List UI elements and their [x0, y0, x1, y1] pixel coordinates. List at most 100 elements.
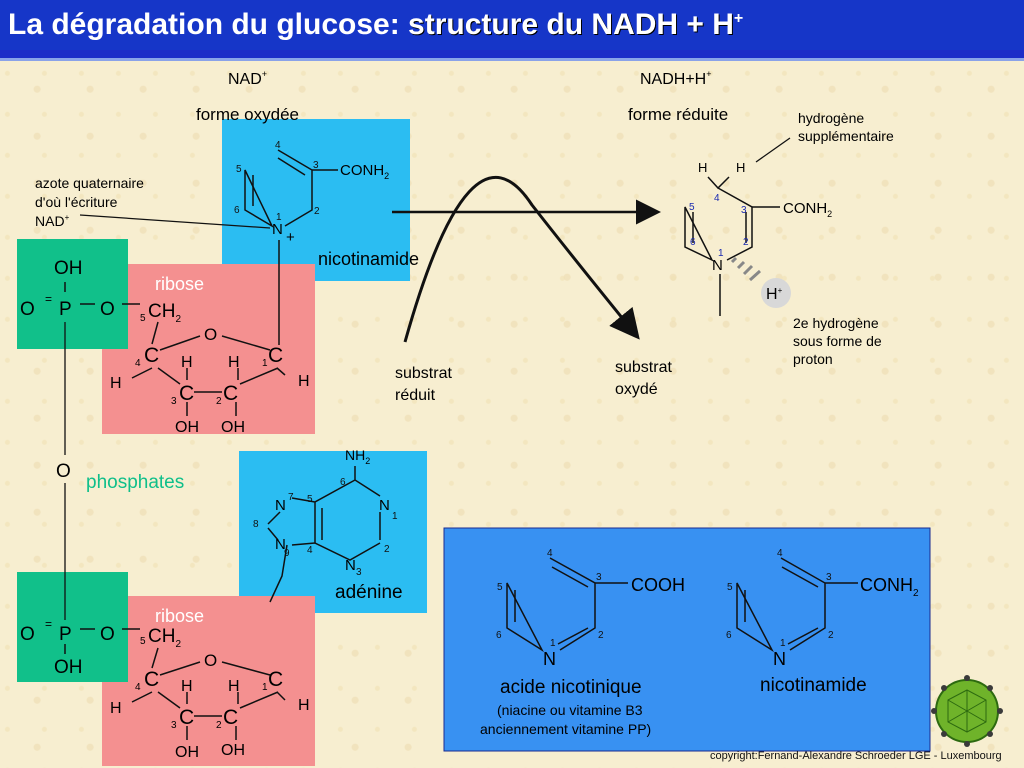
bridge-o: O [56, 461, 71, 482]
r1-num-3: 3 [171, 396, 177, 407]
nad-num-1: 1 [276, 212, 282, 223]
proton-line1: 2e hydrogène [793, 315, 879, 331]
p2-double-bond: = [45, 617, 52, 631]
substrat-reduit-2: réduit [395, 387, 436, 404]
nadh-label: NADH+H+ [640, 69, 712, 88]
nadh-num-4: 4 [714, 193, 720, 204]
phosphate-block-top [17, 239, 128, 349]
box-nicotinamide-ring [736, 557, 858, 653]
title-sup: + [733, 10, 744, 27]
r1-c1: C [268, 344, 283, 367]
substrat-oxyde-2: oxydé [615, 381, 658, 398]
r1-c4: C [144, 344, 159, 367]
p1-double-bond: = [45, 292, 52, 306]
ad-num-3: 3 [356, 567, 362, 578]
proton-line3: proton [793, 351, 833, 367]
r1-num-1: 1 [262, 358, 268, 369]
h-plus-wedge [730, 256, 762, 282]
an-num-6: 6 [496, 630, 502, 641]
bn-num-1: 1 [780, 638, 786, 649]
pyridinium-ring [244, 149, 338, 228]
nadh-n: N [712, 257, 723, 274]
nad-num-6: 6 [234, 205, 240, 216]
proton-line2: sous forme de [793, 333, 882, 349]
nadh-form: forme réduite [628, 105, 728, 124]
r1-oh3: OH [175, 419, 199, 436]
nad-num-4: 4 [275, 140, 281, 151]
r2-h1: H [228, 678, 240, 695]
ribose-top-label: ribose [155, 274, 204, 294]
bn-num-4: 4 [777, 548, 783, 559]
title-part2: structure du NADH + H [408, 8, 734, 41]
azote-line3: NAD+ [35, 213, 70, 229]
ad-num-9: 9 [284, 548, 290, 559]
an-num-4: 4 [547, 548, 553, 559]
bn-num-3: 3 [826, 572, 832, 583]
r1-h1: H [228, 354, 240, 371]
r2-c2: C [223, 706, 238, 729]
r1-h4: H [181, 354, 193, 371]
nad-label: NAD+ [228, 69, 267, 88]
hydrogene-line2: supplémentaire [798, 128, 894, 144]
azote-line1: azote quaternaire [35, 175, 144, 191]
r1-h-left: H [110, 375, 122, 392]
p2-p: P [59, 624, 72, 645]
adenine-nh2: NH2 [345, 447, 370, 466]
adenine-label: adénine [335, 582, 403, 603]
r2-o: O [204, 651, 217, 670]
cooh-label: COOH [631, 575, 685, 595]
title-part1: La dégradation du glucose: [8, 8, 409, 41]
nadh-conh2: CONH2 [783, 200, 832, 219]
nadh-num-3: 3 [741, 205, 747, 216]
bn-n: N [773, 649, 786, 669]
r1-oh2: OH [221, 419, 245, 436]
r2-num-1: 1 [262, 682, 268, 693]
ad-num-1: 1 [392, 511, 398, 522]
an-num-2: 2 [598, 630, 604, 641]
bn-num-6: 6 [726, 630, 732, 641]
nadh-num-1: 1 [718, 248, 724, 259]
nadh-num-2: 2 [743, 237, 749, 248]
ribose-top-bonds [131, 321, 286, 416]
ribose-bottom-label: ribose [155, 606, 204, 626]
acide-sub1: (niacine ou vitamine B3 [497, 702, 643, 718]
p1-o-left: O [20, 299, 35, 320]
ad-n3: N [345, 557, 356, 574]
r2-c4: C [144, 668, 159, 691]
p1-p: P [59, 299, 72, 320]
azote-line2: d'où l'écriture [35, 194, 118, 210]
nadh-h-a: H [698, 160, 707, 175]
nadh-h-b: H [736, 160, 745, 175]
ad-n9: N [275, 536, 286, 553]
p2-oh: OH [54, 657, 83, 678]
acide-title: acide nicotinique [500, 677, 642, 698]
nad-num-2: 2 [314, 206, 320, 217]
r1-c3: C [179, 382, 194, 405]
bn-num-2: 2 [828, 630, 834, 641]
r1-ch2: CH2 [148, 301, 181, 325]
nad-nplus: + [286, 229, 295, 246]
ad-num-5: 5 [307, 494, 313, 505]
r2-num-3: 3 [171, 720, 177, 731]
reaction-arrow-curved [403, 175, 640, 343]
p1-oh: OH [54, 258, 83, 279]
ad-num-2: 2 [384, 544, 390, 555]
substrat-reduit-1: substrat [395, 365, 452, 382]
r1-c2: C [223, 382, 238, 405]
r2-h-right: H [298, 697, 310, 714]
an-num-1: 1 [550, 638, 556, 649]
nad-form: forme oxydée [196, 105, 299, 124]
title-bar: La dégradation du glucose: structure du … [0, 0, 1024, 50]
nadh-num-5: 5 [689, 202, 695, 213]
r2-num-4: 4 [135, 682, 141, 693]
p1-o-right: O [100, 299, 115, 320]
title-rule-light [0, 58, 1024, 61]
r1-h-right: H [298, 373, 310, 390]
substrat-oxyde-1: substrat [615, 359, 672, 376]
h-plus: H+ [766, 286, 783, 303]
acide-sub2: anciennement vitamine PP) [480, 721, 651, 737]
ribose-block-bottom [102, 596, 315, 766]
box-nicotinamide-title: nicotinamide [760, 675, 867, 696]
r2-oh3: OH [175, 744, 199, 761]
